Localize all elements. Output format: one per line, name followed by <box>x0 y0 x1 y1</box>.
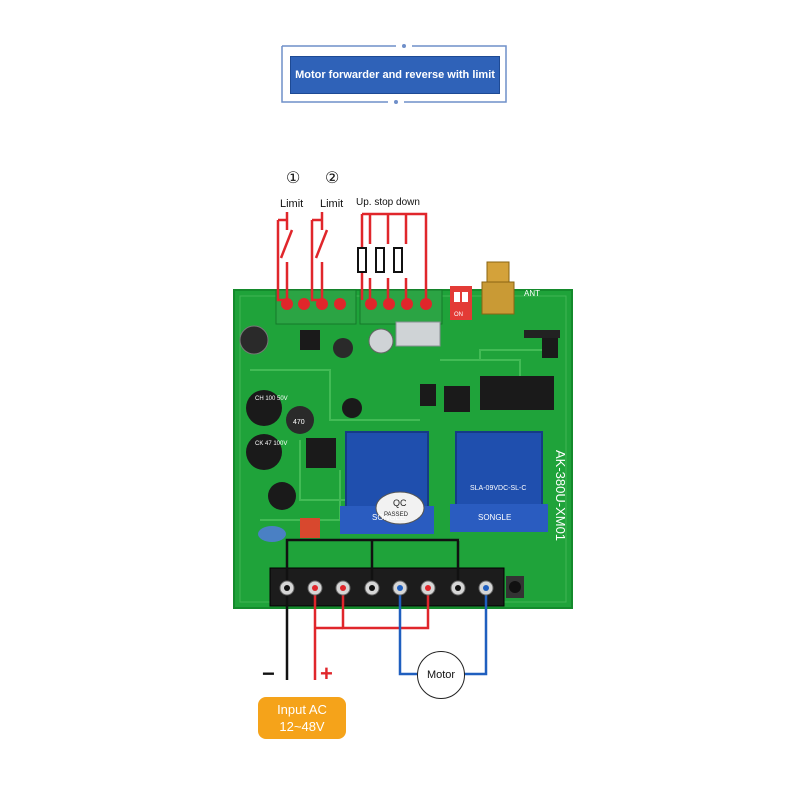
pcb-board <box>233 261 573 609</box>
blue-wiring <box>398 588 488 676</box>
red-wiring <box>313 588 430 680</box>
limit-1-label: Limit <box>280 198 303 210</box>
relay-2 <box>450 431 548 532</box>
antenna-connector <box>481 261 515 315</box>
relay-1-brand: SONGLE <box>372 513 405 522</box>
limit-1-number: ① <box>286 170 300 187</box>
title-text: Motor forwarder and reverse with limit <box>295 69 495 81</box>
dip-on-text: ON <box>454 312 463 318</box>
relay-2-brand: SONGLE <box>478 513 511 522</box>
bottom-terminals <box>279 580 494 596</box>
inductor-text: 470 <box>293 419 305 426</box>
input-ac-line1: Input AC <box>277 702 327 717</box>
limit-2-label: Limit <box>320 198 343 210</box>
limit-switch-2 <box>310 212 329 302</box>
title-banner: Motor forwarder and reverse with limit <box>290 56 500 94</box>
plus-label: + <box>320 661 333 686</box>
limit-switch-1 <box>276 212 294 302</box>
relay-model-text: SLA-09VDC-SL-C <box>470 485 526 492</box>
board-model-text: AK-380U-XM01 <box>553 450 568 541</box>
buttons-label: Up. stop down <box>356 197 420 208</box>
minus-label: − <box>262 661 275 686</box>
qc-text: QC <box>393 498 407 508</box>
motor-symbol: Motor <box>417 651 465 699</box>
black-wiring <box>285 538 460 680</box>
cap1-text: CH 100 50V <box>255 396 288 402</box>
dip-switch <box>450 286 472 320</box>
motor-label: Motor <box>426 669 456 681</box>
limit-2-number: ② <box>325 170 339 187</box>
push-buttons <box>357 247 403 273</box>
cap2-text: CK 47 100V <box>255 441 287 447</box>
ant-text: ANT <box>524 289 540 298</box>
input-ac-line2: 12~48V <box>279 719 325 734</box>
passed-text: PASSED <box>384 512 409 518</box>
top-terminals <box>281 298 432 310</box>
input-ac-badge: Input AC 12~48V <box>258 697 346 739</box>
